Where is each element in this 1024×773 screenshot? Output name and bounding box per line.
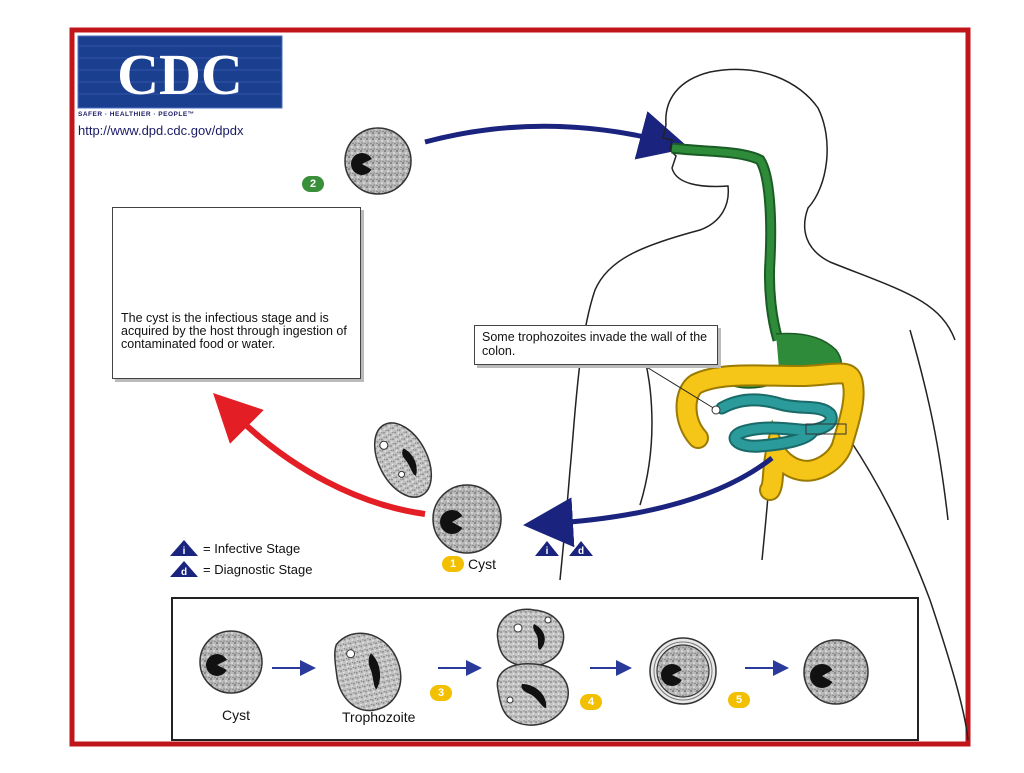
panel-precyst [649, 637, 717, 705]
source-url[interactable]: http://www.dpd.cdc.gov/dpdx [78, 123, 244, 138]
cyst-stage-1 [432, 484, 502, 554]
svg-text:d: d [578, 546, 584, 557]
legend-diagnostic-icon: d [170, 561, 198, 578]
invasion-callout: Some trophozoites invade the wall of the… [474, 325, 718, 365]
invasion-callout-text: Some trophozoites invade the wall of the… [482, 330, 708, 358]
marker-infective: i [535, 541, 559, 557]
logo-text: CDC [117, 42, 243, 107]
infection-info-box: The cyst is the infectious stage and is … [112, 207, 361, 379]
step-4-badge: 4 [580, 694, 602, 710]
panel-cyst-label: Cyst [222, 707, 250, 723]
panel-trophozoite-label: Trophozoite [342, 709, 416, 725]
step-1-label: Cyst [468, 556, 496, 572]
panel-cyst-1 [199, 630, 263, 694]
step-5-badge: 5 [728, 692, 750, 708]
marker-diagnostic: d [569, 541, 593, 557]
callout-pointer [639, 362, 716, 410]
callout-target [711, 405, 721, 415]
svg-text:i: i [183, 546, 186, 557]
step-3-badge: 3 [430, 685, 452, 701]
small-intestine [715, 393, 838, 453]
panel-cyst-2 [803, 639, 869, 705]
panel-dividing-trophozoite [496, 608, 569, 726]
cdc-logo: CDC [77, 35, 283, 109]
arrow-ingestion [424, 111, 690, 160]
legend-infective-label: = Infective Stage [203, 541, 301, 556]
arrow-environment [213, 393, 426, 517]
outer-frame [69, 27, 971, 747]
colon-detail-marker [805, 423, 847, 435]
legend-diagnostic-label: = Diagnostic Stage [203, 562, 313, 577]
step-1-badge: 1 [442, 556, 464, 572]
large-intestine [675, 362, 865, 501]
logo-tagline: SAFER · HEALTHIER · PEOPLE™ [78, 111, 195, 118]
svg-text:d: d [181, 567, 187, 578]
trophozoite-free [373, 422, 433, 498]
infection-info-text: The cyst is the infectious stage and is … [121, 311, 347, 351]
step-2-badge: 2 [302, 176, 324, 192]
human-body [559, 68, 969, 741]
legend-infective-icon: i [170, 540, 198, 557]
svg-text:i: i [546, 546, 549, 557]
arrow-excretion [523, 456, 774, 548]
cyst-ingested [344, 127, 412, 195]
panel-trophozoite [334, 632, 402, 712]
